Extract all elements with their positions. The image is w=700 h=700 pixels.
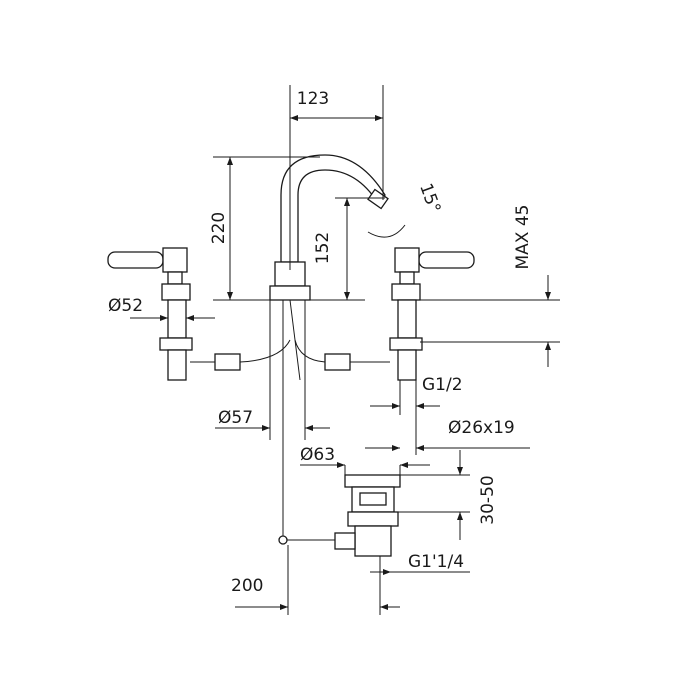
dim-waste-range: 30-50 bbox=[478, 475, 498, 524]
dim-spout-base: Ø57 bbox=[218, 408, 253, 428]
waste-valve bbox=[278, 474, 401, 557]
dim-spout-reach: 123 bbox=[297, 89, 329, 109]
dim-spout-height: 152 bbox=[313, 232, 333, 264]
dim-rod-distance: 200 bbox=[231, 576, 263, 596]
dim-hose: Ø26x19 bbox=[448, 418, 515, 438]
dim-inlet-thread: G1/2 bbox=[422, 375, 463, 395]
dim-max-deck: MAX 45 bbox=[513, 205, 533, 270]
right-handle bbox=[389, 247, 475, 381]
left-handle bbox=[107, 247, 193, 381]
hoses bbox=[190, 299, 390, 540]
dim-waste-diameter: Ø63 bbox=[300, 445, 335, 465]
dim-waste-thread: G1'1/4 bbox=[408, 552, 464, 572]
dim-total-height: 220 bbox=[209, 212, 229, 244]
spout bbox=[269, 154, 389, 301]
dim-handle-base: Ø52 bbox=[108, 296, 143, 316]
dimension-lines bbox=[130, 85, 560, 615]
dim-spout-angle: 15° bbox=[415, 181, 444, 216]
